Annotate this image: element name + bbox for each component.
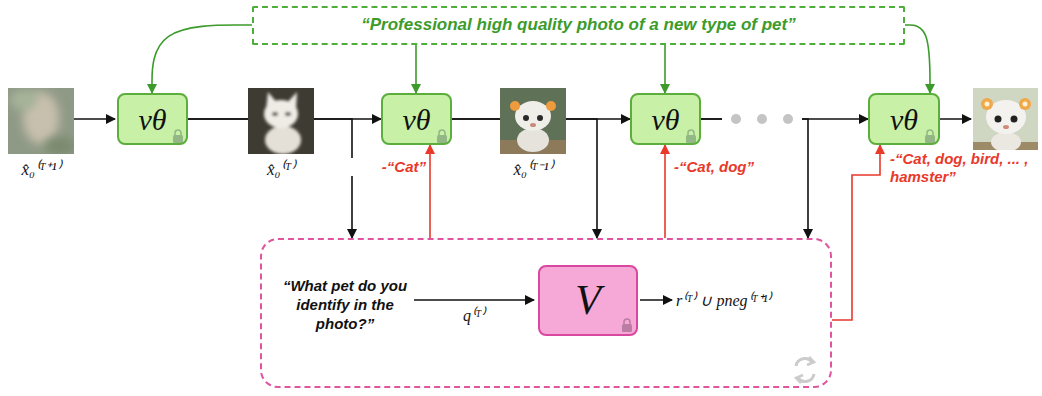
node-label: vθ xyxy=(402,103,430,136)
connector-arrow xyxy=(152,25,252,93)
node-label: “Professional high quality photo of a ne… xyxy=(361,16,795,35)
final-image xyxy=(973,88,1038,154)
question-text: “What pet do you identify in the photo?” xyxy=(280,276,410,333)
response-arrow xyxy=(640,299,672,301)
connector-arrow xyxy=(452,119,597,238)
verifier-region: “What pet do you identify in the photo?”… xyxy=(260,238,832,388)
node-label: vθ xyxy=(138,103,166,136)
negative-prompt-label: -“Cat, dog, bird, ... , hamster” xyxy=(888,150,1042,186)
connector-arrow xyxy=(415,45,417,93)
connector-arrow xyxy=(664,45,666,93)
input-arrow xyxy=(74,118,115,120)
creature-image xyxy=(500,88,566,154)
negative-prompt-label: -“Cat” xyxy=(338,158,428,176)
connector-arrow xyxy=(905,25,930,93)
negative-prompt-label: -“Cat, dog” xyxy=(672,158,756,176)
output-arrow xyxy=(940,118,971,120)
node-label: vθ xyxy=(890,103,918,136)
model-box: vθ xyxy=(381,93,452,145)
prompt-box: “Professional high quality photo of a ne… xyxy=(252,6,905,45)
query-arrow xyxy=(414,299,534,301)
ellipsis-dots xyxy=(722,112,802,126)
node-label: V xyxy=(575,277,601,323)
connector-arrow xyxy=(429,145,431,238)
connector-arrow xyxy=(701,119,808,238)
cat-image xyxy=(248,88,314,154)
connector-arrow xyxy=(832,145,880,320)
model-box: vθ xyxy=(868,93,940,145)
node-label: vθ xyxy=(651,103,679,136)
model-box: vθ xyxy=(117,93,188,145)
image-label: x̂₀⁽ᵀ⁾ xyxy=(267,157,295,180)
model-box: vθ xyxy=(630,93,701,145)
image-label: x̂₀⁽ᵀ⁺¹⁾ xyxy=(21,157,60,180)
loop-icon xyxy=(796,357,814,383)
verifier-box: V xyxy=(538,265,638,336)
lock-icon xyxy=(173,130,935,332)
query-label: q⁽ᵀ⁾ xyxy=(463,304,485,326)
connector-arrow xyxy=(188,119,352,238)
noisy-image xyxy=(8,88,74,154)
response-label: r⁽ᵀ⁾ ∪ pneg⁽ᵀ⁺¹⁾ xyxy=(676,289,771,311)
image-label: x̂₀⁽ᵀ⁻¹⁾ xyxy=(513,157,552,180)
connector-arrow xyxy=(664,145,666,238)
